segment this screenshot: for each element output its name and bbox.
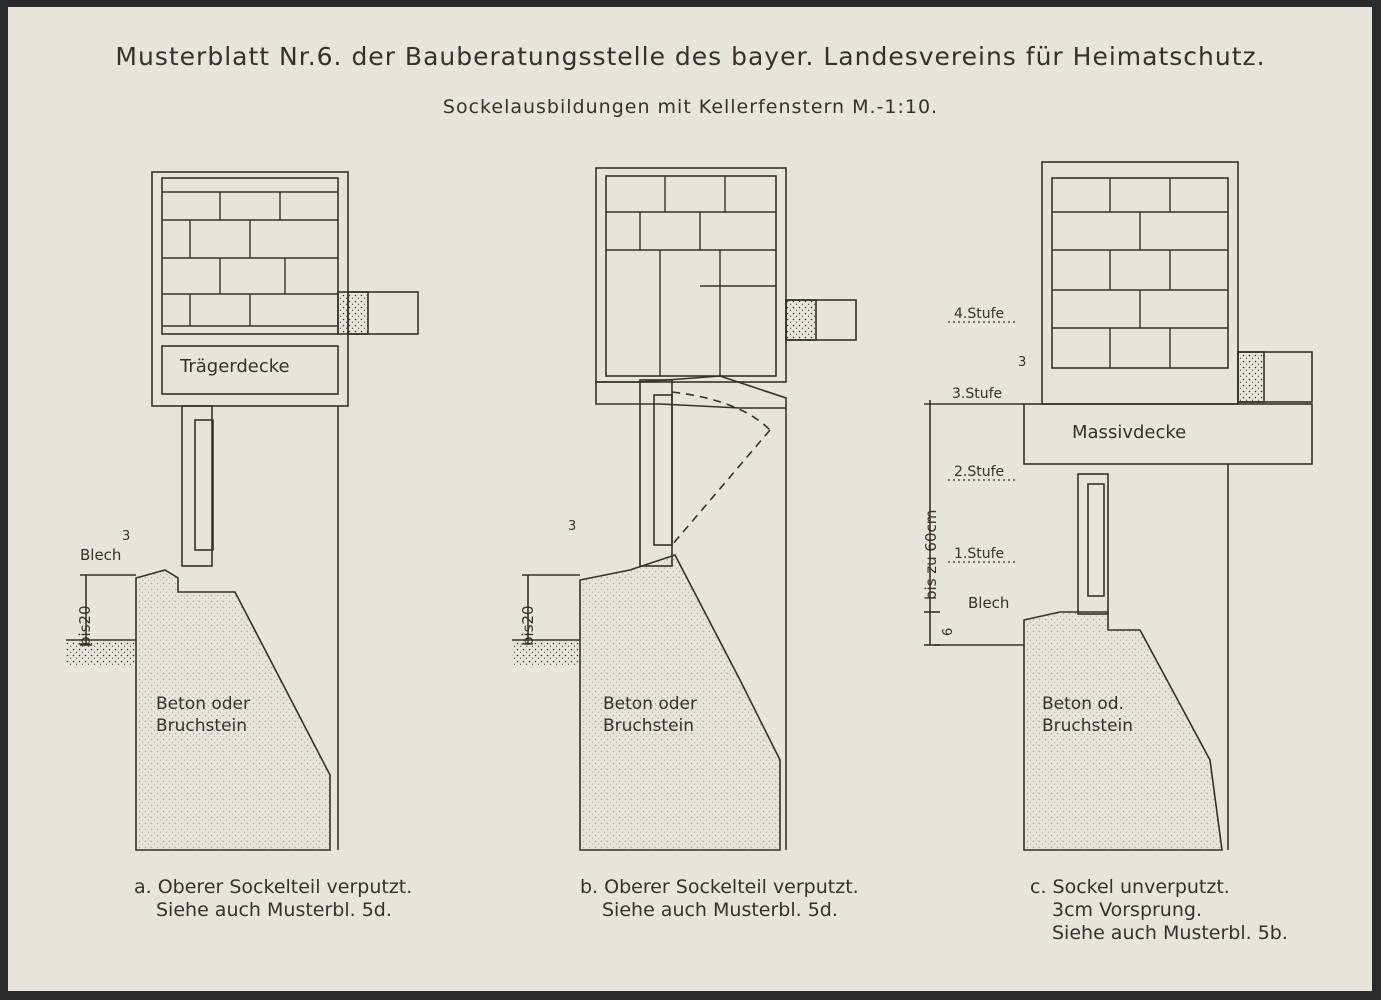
- brick-courses-b: [605, 175, 777, 377]
- label-3-c: 3: [1018, 355, 1026, 370]
- brick-wall-b: [595, 167, 787, 383]
- label-stufe-2: 2.Stufe: [954, 464, 1004, 480]
- caption-c-line-2: 3cm Vorsprung.: [1052, 899, 1202, 921]
- window-swing-arc-b: [671, 391, 771, 431]
- massivdecke-c: [1023, 403, 1313, 465]
- concrete-fill-b: [785, 299, 817, 341]
- bricks-a: [162, 191, 338, 327]
- label-beton-b: Beton oder: [603, 694, 697, 714]
- section-a: [66, 171, 419, 851]
- caption-a-line-2: Siehe auch Musterbl. 5d.: [156, 899, 392, 921]
- brick-courses-c: [1051, 177, 1229, 369]
- foundation-c: [1023, 611, 1223, 851]
- sheet-subtitle: Sockelausbildungen mit Kellerfenstern M.…: [442, 96, 939, 118]
- window-glass-c: [1087, 483, 1105, 597]
- label-massivdecke: Massivdecke: [1072, 422, 1186, 443]
- label-beton-c: Beton od.: [1042, 694, 1124, 714]
- ground-a: [66, 642, 136, 666]
- bricks-c: [1052, 178, 1228, 368]
- label-beton-a: Beton oder: [156, 694, 250, 714]
- caption-c: c. Sockel unverputzt. 3cm Vorsprung. Sie…: [1030, 876, 1288, 945]
- label-bis20-a: bis20: [76, 605, 94, 646]
- foundation-b: [579, 554, 781, 851]
- label-bis20-b: bis20: [519, 605, 537, 646]
- caption-a: a. Oberer Sockelteil verputzt. Siehe auc…: [134, 876, 412, 922]
- beam-ceiling-a: [161, 345, 339, 395]
- bricks-b: [606, 176, 776, 376]
- label-stufe-1: 1.Stufe: [954, 546, 1004, 562]
- sheet-title: Musterblatt Nr.6. der Bauberatungsstelle…: [115, 42, 1266, 71]
- caption-b-line-1: b. Oberer Sockelteil verputzt.: [580, 876, 859, 898]
- caption-c-line-3: Siehe auch Musterbl. 5b.: [1052, 922, 1288, 944]
- caption-b-line-2: Siehe auch Musterbl. 5d.: [602, 899, 838, 921]
- label-3-a: 3: [122, 529, 130, 544]
- caption-a-line-1: a. Oberer Sockelteil verputzt.: [134, 876, 413, 898]
- lintel-b: [595, 375, 787, 409]
- label-blech-c: Blech: [968, 594, 1009, 612]
- window-glass-b: [653, 394, 673, 546]
- label-stufe-4: 4.Stufe: [954, 306, 1004, 322]
- section-c: [924, 161, 1313, 851]
- stair-levels-c: [948, 321, 1018, 563]
- caption-b: b. Oberer Sockelteil verputzt. Siehe auc…: [580, 876, 859, 922]
- concrete-fill-c: [1237, 351, 1265, 403]
- label-3-b: 3: [568, 519, 576, 534]
- foundation-a: [135, 569, 331, 851]
- label-traegerdecke: Trägerdecke: [179, 356, 290, 377]
- window-frame-a: [181, 405, 213, 567]
- brick-wall-a: [151, 171, 349, 407]
- label-stufe-3: 3.Stufe: [952, 386, 1002, 402]
- label-6-c: 6: [941, 628, 956, 636]
- label-bis60-c: bis zu 60cm: [922, 510, 940, 600]
- concrete-fill-a: [337, 291, 369, 335]
- ground-b: [512, 642, 580, 666]
- window-glass-a: [194, 419, 214, 551]
- label-blech-a: Blech: [80, 546, 121, 564]
- section-b: [512, 167, 857, 851]
- caption-c-line-1: c. Sockel unverputzt.: [1030, 876, 1230, 898]
- label-bruchstein-b: Bruchstein: [603, 716, 694, 736]
- window-frame-b: [639, 379, 673, 567]
- brick-courses-a: [161, 177, 339, 335]
- label-bruchstein-c: Bruchstein: [1042, 716, 1133, 736]
- label-bruchstein-a: Bruchstein: [156, 716, 247, 736]
